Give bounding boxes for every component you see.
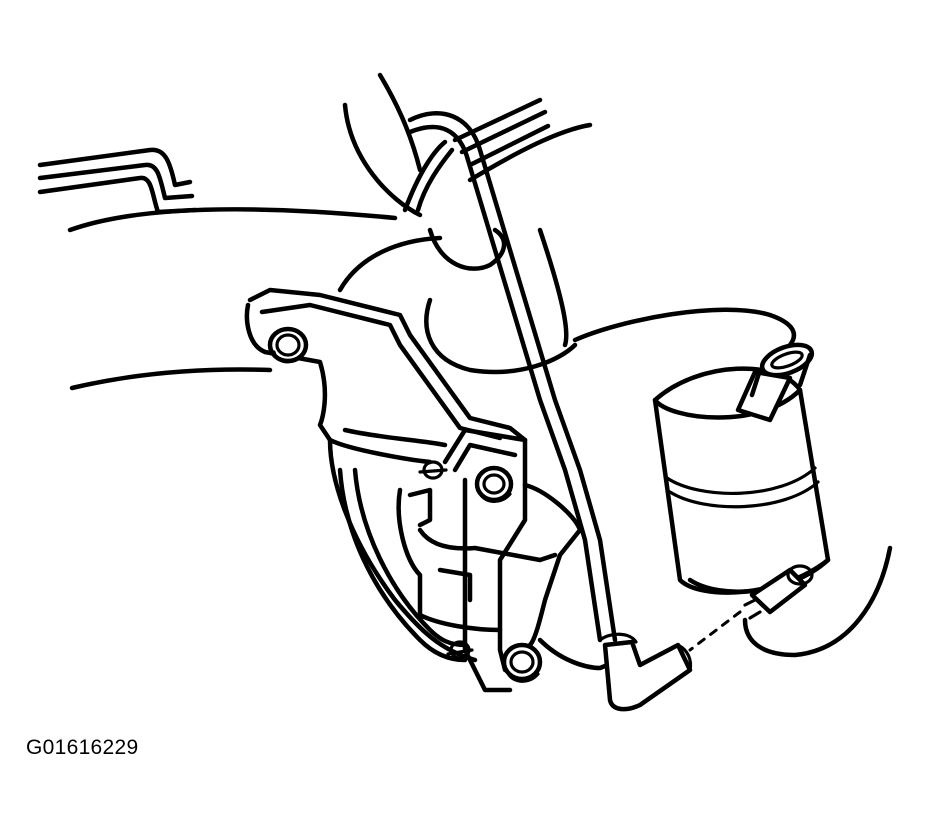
bolt-lower: [501, 642, 543, 683]
steel-line-upper: [452, 97, 551, 168]
bracket-channel: [337, 467, 468, 663]
hose-route-dashed: [688, 610, 742, 652]
housing-bulge: [424, 297, 578, 375]
line-hook-top: [402, 139, 455, 213]
bolt-upper-left: [267, 326, 309, 364]
bracket-plate-vertical: [442, 427, 528, 693]
line-bend-left: [427, 227, 507, 271]
steel-line-vertical: [407, 111, 618, 643]
housing-outline: [67, 72, 443, 391]
canister-top-nipple: [735, 342, 815, 423]
sensor-body: [396, 482, 583, 648]
housing-lower-right: [742, 545, 893, 658]
ribbed-hose-left: [37, 147, 198, 215]
stud-middle-left: [418, 460, 448, 480]
elbow-hose: [598, 632, 693, 712]
housing-right-curve: [467, 122, 797, 348]
bracket-inner-edge: [327, 427, 448, 465]
reservoir-canister: [652, 366, 831, 595]
sensor-lower-flange: [537, 637, 623, 671]
canister-bottom-nipple: [743, 564, 814, 620]
bolt-middle: [474, 465, 514, 503]
figure-id-label: G01616229: [26, 736, 139, 759]
sensor-connector: [407, 487, 473, 603]
stud-lower-left: [446, 640, 474, 660]
